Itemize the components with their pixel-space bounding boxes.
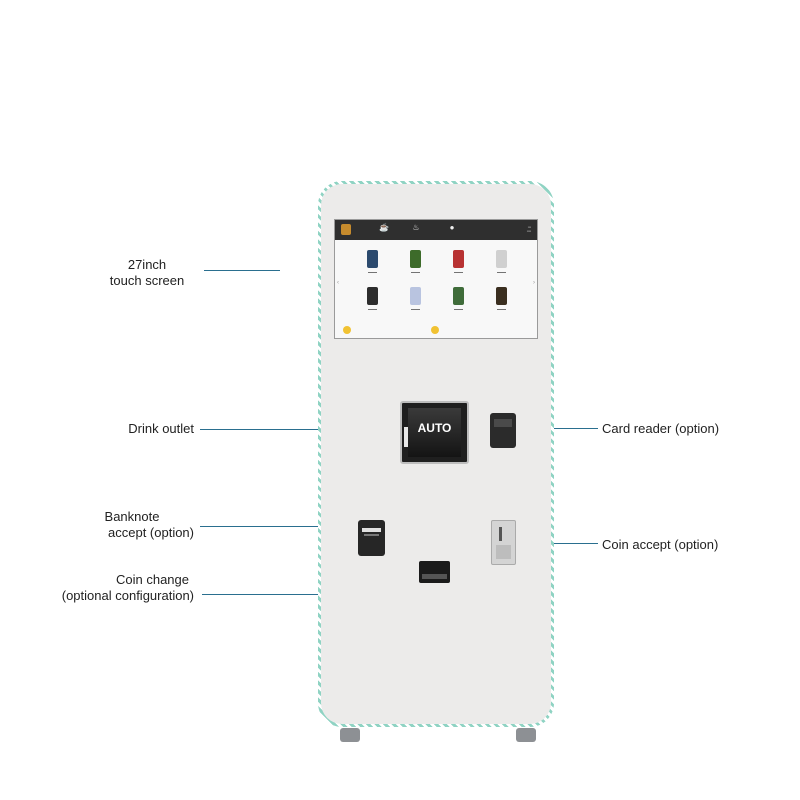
- nav-cup-icon[interactable]: ☕: [379, 223, 389, 232]
- coin-change-tray[interactable]: [419, 561, 450, 583]
- left-foot: [340, 728, 360, 742]
- screen-left-arrow-icon[interactable]: ‹: [337, 280, 339, 286]
- product-name-placeholder: ▬▬▬: [497, 307, 506, 311]
- screen-right-arrow-icon[interactable]: ›: [533, 280, 535, 286]
- product-tile[interactable]: ▬▬▬: [394, 250, 437, 281]
- drink-outlet: AUTO: [400, 401, 469, 464]
- cart-badge-icon[interactable]: [431, 326, 439, 334]
- product-jar-icon: [453, 250, 464, 268]
- coin-slot: [499, 527, 502, 541]
- screen-status-info: ▪▪▪▪▪▪▪: [526, 225, 531, 233]
- screen-top-bar: ☕ ♨ ● ▪▪▪▪▪▪▪: [335, 220, 537, 240]
- coin-change-callout-line2: (optional configuration): [61, 588, 194, 603]
- product-tile[interactable]: ▬▬▬: [437, 250, 480, 281]
- product-jar-icon: [367, 287, 378, 305]
- card-reader[interactable]: [490, 413, 516, 448]
- banknote-callout: Banknote accept (option): [70, 509, 194, 541]
- help-badge-icon[interactable]: [343, 326, 351, 334]
- card-reader-callout-line: [508, 428, 598, 429]
- product-grid: ▬▬▬ ▬▬▬ ▬▬▬ ▬▬▬ ▬▬▬ ▬▬▬ ▬▬▬ ▬▬▬: [351, 250, 523, 318]
- card-reader-slot: [494, 419, 512, 427]
- banknote-callout-line2: accept (option): [108, 525, 194, 540]
- product-name-placeholder: ▬▬▬: [454, 270, 463, 274]
- coin-acceptor[interactable]: [491, 520, 516, 565]
- right-foot: [516, 728, 536, 742]
- coin-return-plate: [496, 545, 511, 559]
- nav-shop-icon[interactable]: ●: [449, 223, 455, 232]
- product-jar-icon: [410, 287, 421, 305]
- product-jar-icon: [496, 287, 507, 305]
- touch-screen-callout-line: [204, 270, 280, 271]
- drink-outlet-callout: Drink outlet: [128, 421, 194, 436]
- drink-outlet-label: AUTO: [417, 421, 452, 435]
- coin-change-callout: Coin change (optional configuration): [20, 572, 194, 604]
- drink-outlet-cavity: [408, 408, 461, 457]
- screen-bottom-bar: [335, 324, 537, 336]
- product-tile[interactable]: ▬▬▬: [351, 287, 394, 318]
- product-jar-icon: [367, 250, 378, 268]
- product-name-placeholder: ▬▬▬: [411, 270, 420, 274]
- brand-logo-icon: [341, 224, 351, 235]
- product-tile[interactable]: ▬▬▬: [351, 250, 394, 281]
- product-jar-icon: [496, 250, 507, 268]
- product-name-placeholder: ▬▬▬: [497, 270, 506, 274]
- product-name-placeholder: ▬▬▬: [368, 307, 377, 311]
- banknote-callout-line: [200, 526, 350, 527]
- product-tile[interactable]: ▬▬▬: [480, 250, 523, 281]
- touch-screen[interactable]: ☕ ♨ ● ▪▪▪▪▪▪▪ ‹ › ▬▬▬▬▬▬▬▬▬▬▬▬▬▬▬▬▬▬▬▬▬▬…: [334, 219, 538, 339]
- coin-change-callout-line1: Coin change: [116, 572, 189, 587]
- touch-screen-callout: 27inch touch screen: [100, 257, 194, 289]
- product-name-placeholder: ▬▬▬: [411, 307, 420, 311]
- coin-change-callout-line: [202, 594, 436, 595]
- touch-screen-callout-line1: 27inch: [127, 257, 167, 272]
- product-jar-icon: [410, 250, 421, 268]
- banknote-slot: [362, 528, 381, 532]
- banknote-indicator: [364, 534, 379, 536]
- coin-change-lip: [422, 574, 447, 579]
- drink-outlet-tab: [404, 427, 408, 447]
- coin-accept-callout: Coin accept (option): [602, 537, 719, 552]
- product-name-placeholder: ▬▬▬: [454, 307, 463, 311]
- card-reader-callout: Card reader (option): [602, 421, 720, 436]
- product-tile[interactable]: ▬▬▬: [394, 287, 437, 318]
- product-tile[interactable]: ▬▬▬: [437, 287, 480, 318]
- product-tile[interactable]: ▬▬▬: [480, 287, 523, 318]
- product-jar-icon: [453, 287, 464, 305]
- drink-outlet-callout-line: [200, 429, 377, 430]
- banknote-acceptor[interactable]: [358, 520, 385, 556]
- nav-drink-icon[interactable]: ♨: [412, 223, 420, 232]
- product-name-placeholder: ▬▬▬: [368, 270, 377, 274]
- coin-accept-callout-line: [516, 543, 598, 544]
- touch-screen-callout-line2: touch screen: [109, 273, 185, 288]
- banknote-callout-line1: Banknote: [104, 509, 160, 524]
